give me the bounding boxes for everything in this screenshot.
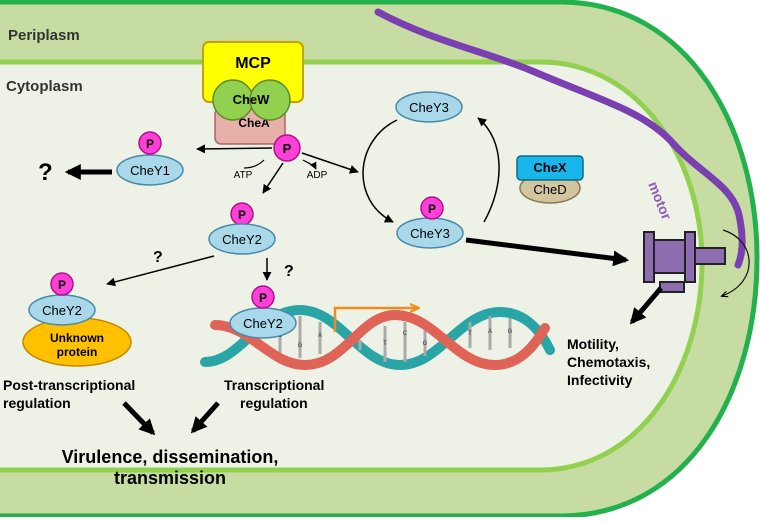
chey2-unknown-label: CheY2 bbox=[42, 303, 82, 318]
post-transcriptional-line1: Post-transcriptional bbox=[3, 377, 135, 393]
chey2-top-protein bbox=[208, 223, 276, 255]
unknown-protein-line1: Unknown bbox=[50, 331, 104, 345]
chey3-bottom-label: CheY3 bbox=[410, 226, 450, 241]
atp-label: ATP bbox=[234, 170, 253, 181]
virulence-line1: Virulence, dissemination, bbox=[62, 447, 279, 467]
post-transcriptional-line2: regulation bbox=[3, 395, 71, 411]
periplasm-label: Periplasm bbox=[8, 27, 80, 44]
chey1-label: CheY1 bbox=[130, 163, 170, 178]
dna-letter: G bbox=[423, 341, 428, 347]
transcription-unknown: ? bbox=[284, 263, 294, 280]
chey3-phosphate bbox=[420, 196, 444, 220]
promoter-arrow-icon bbox=[333, 308, 418, 332]
dna-letter: G bbox=[508, 329, 513, 335]
chey1-unknown: ? bbox=[38, 159, 53, 186]
post-unknown: ? bbox=[153, 249, 163, 266]
chey2-top-label: CheY2 bbox=[222, 232, 262, 247]
chey2-dna-phosphate-label: P bbox=[259, 291, 267, 305]
chew-label: CheW bbox=[233, 92, 271, 107]
chew-right bbox=[249, 79, 291, 121]
dna-letter: C bbox=[403, 331, 408, 337]
rotation-arrow-icon bbox=[722, 229, 750, 296]
unknown-protein-line2: protein bbox=[57, 345, 98, 359]
cytoplasm-label: Cytoplasm bbox=[6, 78, 83, 95]
chey3-top-protein bbox=[395, 91, 463, 123]
mcp-label: MCP bbox=[235, 55, 271, 72]
chey3-phosphate-label: P bbox=[428, 202, 436, 216]
motility-line1: Motility, bbox=[567, 336, 619, 352]
transcriptional-line2: regulation bbox=[240, 395, 308, 411]
motility-line2: Chemotaxis, bbox=[567, 354, 650, 370]
chey2-dna-label: CheY2 bbox=[243, 316, 283, 331]
virulence-line2: transmission bbox=[114, 468, 226, 488]
dna-letter: G bbox=[298, 343, 303, 349]
dna-letter: A bbox=[318, 333, 322, 339]
inner-membrane bbox=[0, 59, 705, 473]
dna-letter: T bbox=[468, 331, 472, 337]
chey2-unknown-phosphate bbox=[50, 272, 74, 296]
flagellar-motor-icon bbox=[643, 231, 726, 293]
chey2-top-phosphate-label: P bbox=[238, 208, 246, 222]
chey3-top-label: CheY3 bbox=[409, 100, 449, 115]
dna-letter: T bbox=[383, 341, 387, 347]
chey1-phosphate bbox=[138, 131, 162, 155]
motility-line3: Infectivity bbox=[567, 372, 633, 388]
chey1-phosphate-label: P bbox=[146, 137, 154, 151]
chea-phosphate bbox=[273, 134, 301, 162]
flagellum bbox=[374, 8, 746, 269]
chey2-dna-phosphate bbox=[251, 285, 275, 309]
chea-phosphate-label: P bbox=[283, 141, 292, 156]
chea-label: CheA bbox=[238, 116, 270, 130]
chex-label: CheX bbox=[533, 160, 567, 175]
ched-label: CheD bbox=[533, 182, 566, 197]
adp-label: ADP bbox=[307, 170, 328, 181]
transcriptional-line1: Transcriptional bbox=[224, 377, 324, 393]
dna-letter: A bbox=[488, 329, 492, 335]
chey1-protein bbox=[116, 154, 184, 186]
chey2-unknown-phosphate-label: P bbox=[58, 278, 66, 292]
chex-protein bbox=[516, 155, 584, 181]
